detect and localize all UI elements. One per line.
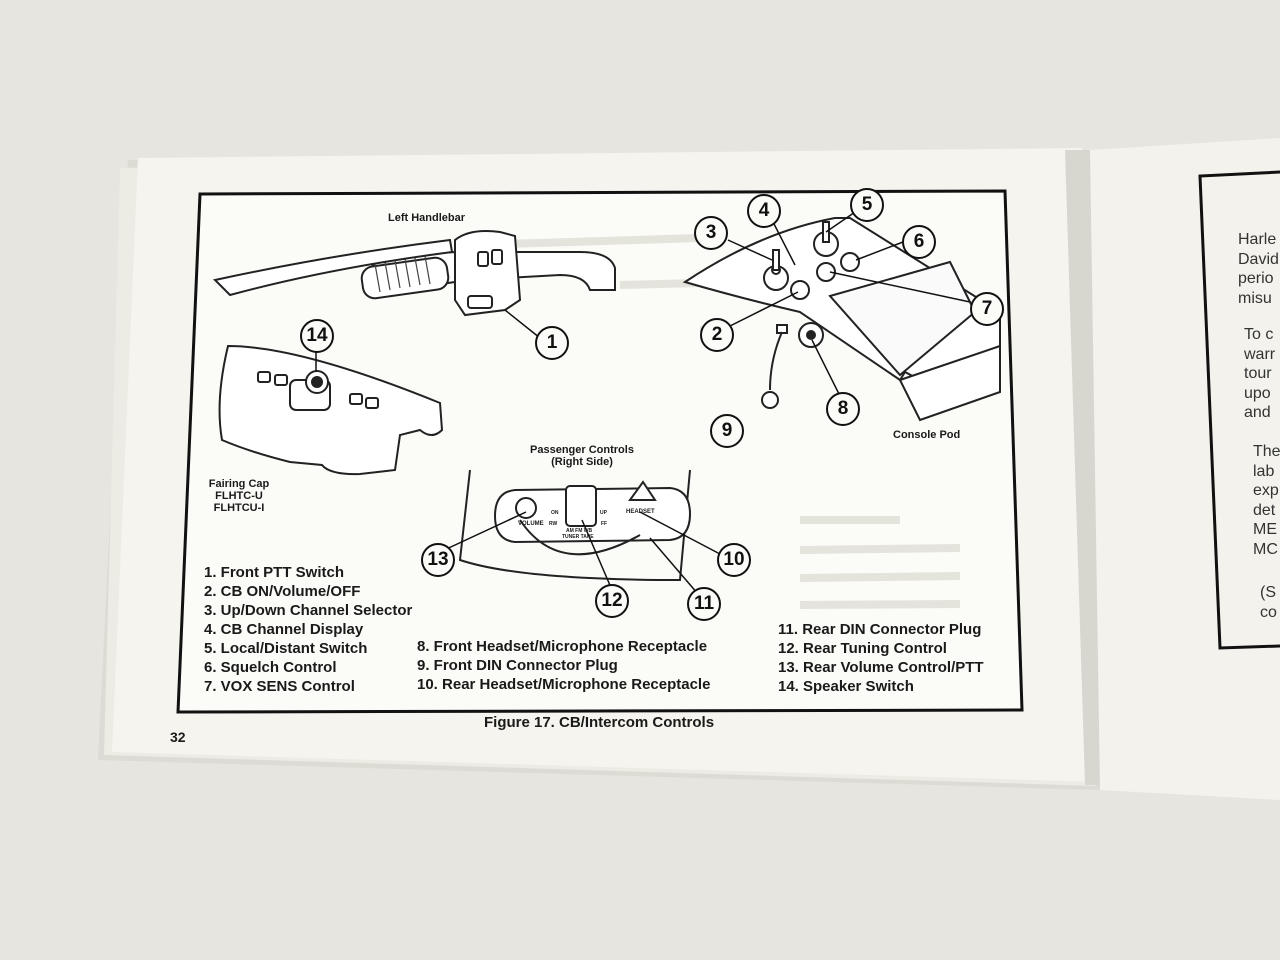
callout-7: 7 xyxy=(970,292,1004,326)
legend-item-12: 12. Rear Tuning Control xyxy=(778,640,947,657)
headset-label: HEADSET xyxy=(626,509,655,515)
legend-item-14: 14. Speaker Switch xyxy=(778,678,914,695)
switch-tuner-label: TUNER TAPE xyxy=(562,534,594,540)
callout-10: 10 xyxy=(717,543,751,577)
legend-item-7: 7. VOX SENS Control xyxy=(204,678,355,695)
right-text-line: upo xyxy=(1244,384,1271,402)
right-text-line: det xyxy=(1253,501,1276,519)
legend-item-11: 11. Rear DIN Connector Plug xyxy=(778,621,982,638)
legend-item-9: 9. Front DIN Connector Plug xyxy=(417,657,618,674)
passenger-controls-side: (Right Side) xyxy=(551,456,613,468)
right-text-line: tour xyxy=(1244,365,1272,382)
right-page-paragraph-3: The lab exp det ME MC xyxy=(1253,442,1280,559)
right-text-line: Harle xyxy=(1238,231,1277,248)
fairing-cap-drawing xyxy=(218,344,444,476)
legend-item-8: 8. Front Headset/Microphone Receptacle xyxy=(417,638,708,655)
fairing-cap-line-3: FLHTCU-I xyxy=(213,502,265,514)
console-pod-label: Console Pod xyxy=(893,429,961,441)
right-text-line: exp xyxy=(1253,482,1279,499)
legend-item-6: 6. Squelch Control xyxy=(204,659,337,676)
passenger-controls-drawing xyxy=(458,469,692,582)
switch-rw-label: RW xyxy=(549,521,558,527)
legend-item-13: 13. Rear Volume Control/PTT xyxy=(778,659,984,676)
callout-5: 5 xyxy=(850,188,884,222)
right-text-line: (S xyxy=(1260,584,1276,601)
callout-13: 13 xyxy=(421,543,455,577)
right-text-line: David xyxy=(1238,250,1279,268)
callout-12: 12 xyxy=(595,584,629,618)
callout-3: 3 xyxy=(694,216,728,250)
legend-column-1: 1. Front PTT Switch 2. CB ON/Volume/OFF … xyxy=(204,563,412,696)
right-text-line: co xyxy=(1260,603,1277,621)
console-pod-drawing xyxy=(682,217,1001,422)
legend-column-2: 8. Front Headset/Microphone Receptacle 9… xyxy=(417,637,710,694)
page-number: 32 xyxy=(170,729,186,745)
callout-6: 6 xyxy=(902,225,936,259)
handlebar-drawing xyxy=(212,230,616,317)
callout-14: 14 xyxy=(300,319,334,353)
callout-9: 9 xyxy=(710,414,744,448)
right-page-paragraph-1: Harle David perio misu xyxy=(1238,230,1279,308)
legend-item-10: 10. Rear Headset/Microphone Receptacle xyxy=(417,676,711,693)
fairing-cap-label: Fairing Cap FLHTC-U FLHTCU-I xyxy=(200,478,278,514)
fairing-cap-line-2: FLHTC-U xyxy=(215,490,263,502)
legend-item-3: 3. Up/Down Channel Selector xyxy=(204,602,413,619)
right-text-line: The xyxy=(1253,443,1280,460)
switch-up-label: UP xyxy=(600,510,607,516)
fairing-cap-line-1: Fairing Cap xyxy=(208,478,270,490)
right-page xyxy=(1090,138,1280,800)
right-page-paragraph-2: To c warr tour upo and xyxy=(1244,325,1275,423)
right-text-line: perio xyxy=(1238,270,1274,287)
switch-on-label: ON xyxy=(551,510,559,516)
legend-item-2: 2. CB ON/Volume/OFF xyxy=(204,583,361,600)
passenger-controls-label: Passenger Controls (Right Side) xyxy=(522,444,642,468)
right-page-paragraph-4: (S co xyxy=(1260,583,1277,622)
right-text-line: To c xyxy=(1244,326,1274,343)
callout-11: 11 xyxy=(687,587,721,621)
legend-item-4: 4. CB Channel Display xyxy=(204,621,364,638)
right-text-line: MC xyxy=(1253,540,1278,558)
passenger-controls-title: Passenger Controls xyxy=(530,444,634,456)
left-handlebar-label: Left Handlebar xyxy=(388,212,466,224)
switch-modes-label: AM FM WB xyxy=(566,528,593,534)
volume-label: VOLUME xyxy=(518,521,544,527)
right-text-line: misu xyxy=(1238,289,1272,307)
figure-caption: Figure 17. CB/Intercom Controls xyxy=(484,714,715,731)
legend-item-5: 5. Local/Distant Switch xyxy=(204,640,368,657)
legend-column-3: 11. Rear DIN Connector Plug 12. Rear Tun… xyxy=(778,620,984,696)
leader-lines xyxy=(315,209,971,595)
callout-4: 4 xyxy=(747,194,781,228)
right-text-line: ME xyxy=(1253,521,1277,538)
right-text-line: lab xyxy=(1253,462,1275,480)
right-text-line: and xyxy=(1244,404,1271,421)
callout-8: 8 xyxy=(826,392,860,426)
legend-item-1: 1. Front PTT Switch xyxy=(204,564,345,581)
callout-1: 1 xyxy=(535,326,569,360)
right-text-line: warr xyxy=(1244,345,1276,363)
callout-2: 2 xyxy=(700,318,734,352)
switch-ff-label: FF xyxy=(601,521,608,527)
right-page-frame xyxy=(1198,170,1280,650)
